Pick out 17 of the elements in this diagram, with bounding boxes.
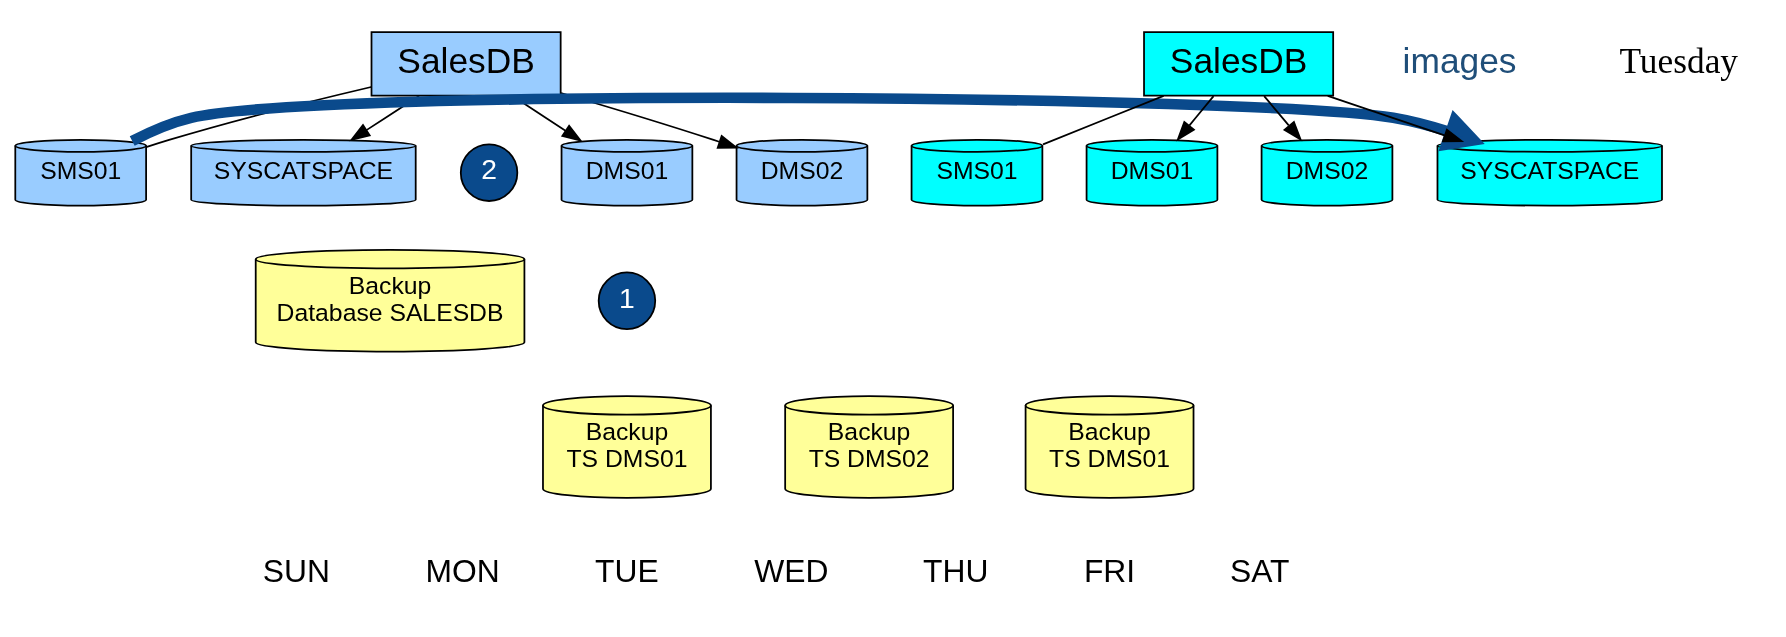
- label: FRI: [1083, 552, 1136, 589]
- arrow: [1263, 94, 1303, 141]
- arrow: [1176, 94, 1215, 142]
- label: TUE: [595, 552, 659, 589]
- label: MON: [425, 552, 500, 589]
- label: THU: [923, 552, 989, 589]
- label: SAT: [1230, 552, 1290, 589]
- label: Tuesday: [1619, 40, 1739, 81]
- arrow: [1326, 94, 1465, 142]
- label: images: [1402, 40, 1517, 80]
- label: SUN: [262, 552, 330, 589]
- node-box: SalesDB: [1143, 30, 1335, 97]
- node-box: SalesDB: [370, 30, 562, 97]
- node-circle: 2: [459, 143, 519, 202]
- label: WED: [754, 552, 829, 589]
- connector: [1042, 94, 1165, 145]
- node-circle: 1: [597, 271, 657, 330]
